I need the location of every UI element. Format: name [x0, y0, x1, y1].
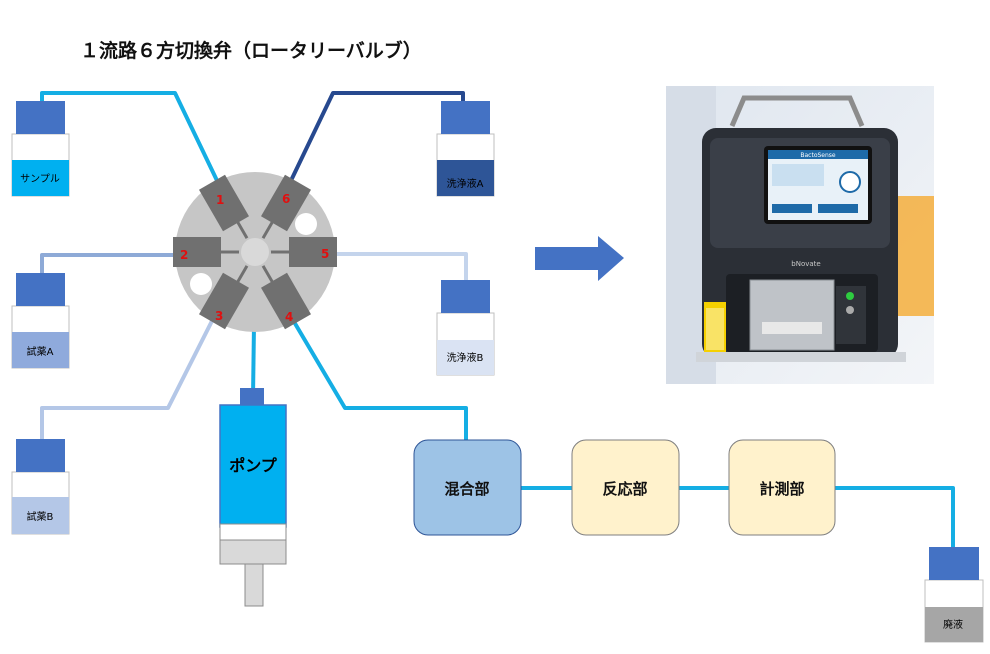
bottle-label-reagent-b: 試薬B: [27, 510, 54, 523]
stage-label-measurement: 計測部: [759, 480, 804, 498]
bottle-reagent-a: 試薬A: [11, 273, 70, 369]
pump-label: ポンプ: [229, 456, 278, 475]
bottle-label-sample: サンプル: [20, 173, 60, 185]
stage-label-reaction: 反応部: [602, 480, 647, 498]
bottle-wash-b: 洗浄液B: [436, 280, 495, 376]
stage-mixing: 混合部: [413, 439, 522, 536]
port-label-2: 2: [180, 248, 188, 262]
screen-title: BactoSense: [800, 152, 836, 159]
bottle-label-wash-b: 洗浄液B: [447, 351, 484, 364]
valve-port-5: [289, 237, 337, 267]
measurement-module: [749, 279, 835, 351]
bottle-reagent-b: 試薬B: [11, 439, 70, 535]
valve-port-2: [173, 237, 221, 267]
valve-hole-icon: [190, 273, 212, 295]
bottle-label-reagent-a: 試薬A: [27, 345, 54, 358]
port-label-3: 3: [215, 309, 223, 323]
stage-label-mixing: 混合部: [444, 480, 489, 498]
bottle-label-waste: 廃液: [943, 618, 963, 631]
valve-center-hub: [239, 236, 271, 268]
line-wash-a-to-port6: [284, 91, 465, 192]
port-label-1: 1: [216, 193, 224, 207]
port-label-6: 6: [282, 192, 290, 206]
right-arrow-icon: [535, 236, 624, 281]
valve-port-4: [261, 272, 311, 330]
bottle-wash-a: 洗浄液A: [436, 101, 495, 197]
port-label-5: 5: [321, 247, 329, 261]
instrument-photo: BactoSense bNovate: [666, 86, 934, 384]
valve-port-1: [199, 174, 249, 232]
syringe-pump: ポンプ: [219, 388, 287, 607]
rotary-valve: 1 2 3 4 5 6: [173, 172, 337, 332]
stage-measurement: 計測部: [728, 439, 836, 536]
valve-port-3: [199, 272, 249, 330]
stage-reaction: 反応部: [571, 439, 680, 536]
line-port4-to-mixing: [288, 313, 468, 440]
bottle-label-wash-a: 洗浄液A: [447, 177, 484, 190]
port-label-4: 4: [285, 310, 293, 324]
diagram-title: １流路６方切換弁（ロータリーバルブ）: [80, 40, 422, 62]
brand-logo: bNovate: [791, 260, 820, 268]
valve-hole-icon: [295, 213, 317, 235]
bottle-sample: サンプル: [11, 101, 70, 197]
valve-port-6: [261, 174, 311, 232]
bottle-waste: 廃液: [924, 547, 984, 643]
